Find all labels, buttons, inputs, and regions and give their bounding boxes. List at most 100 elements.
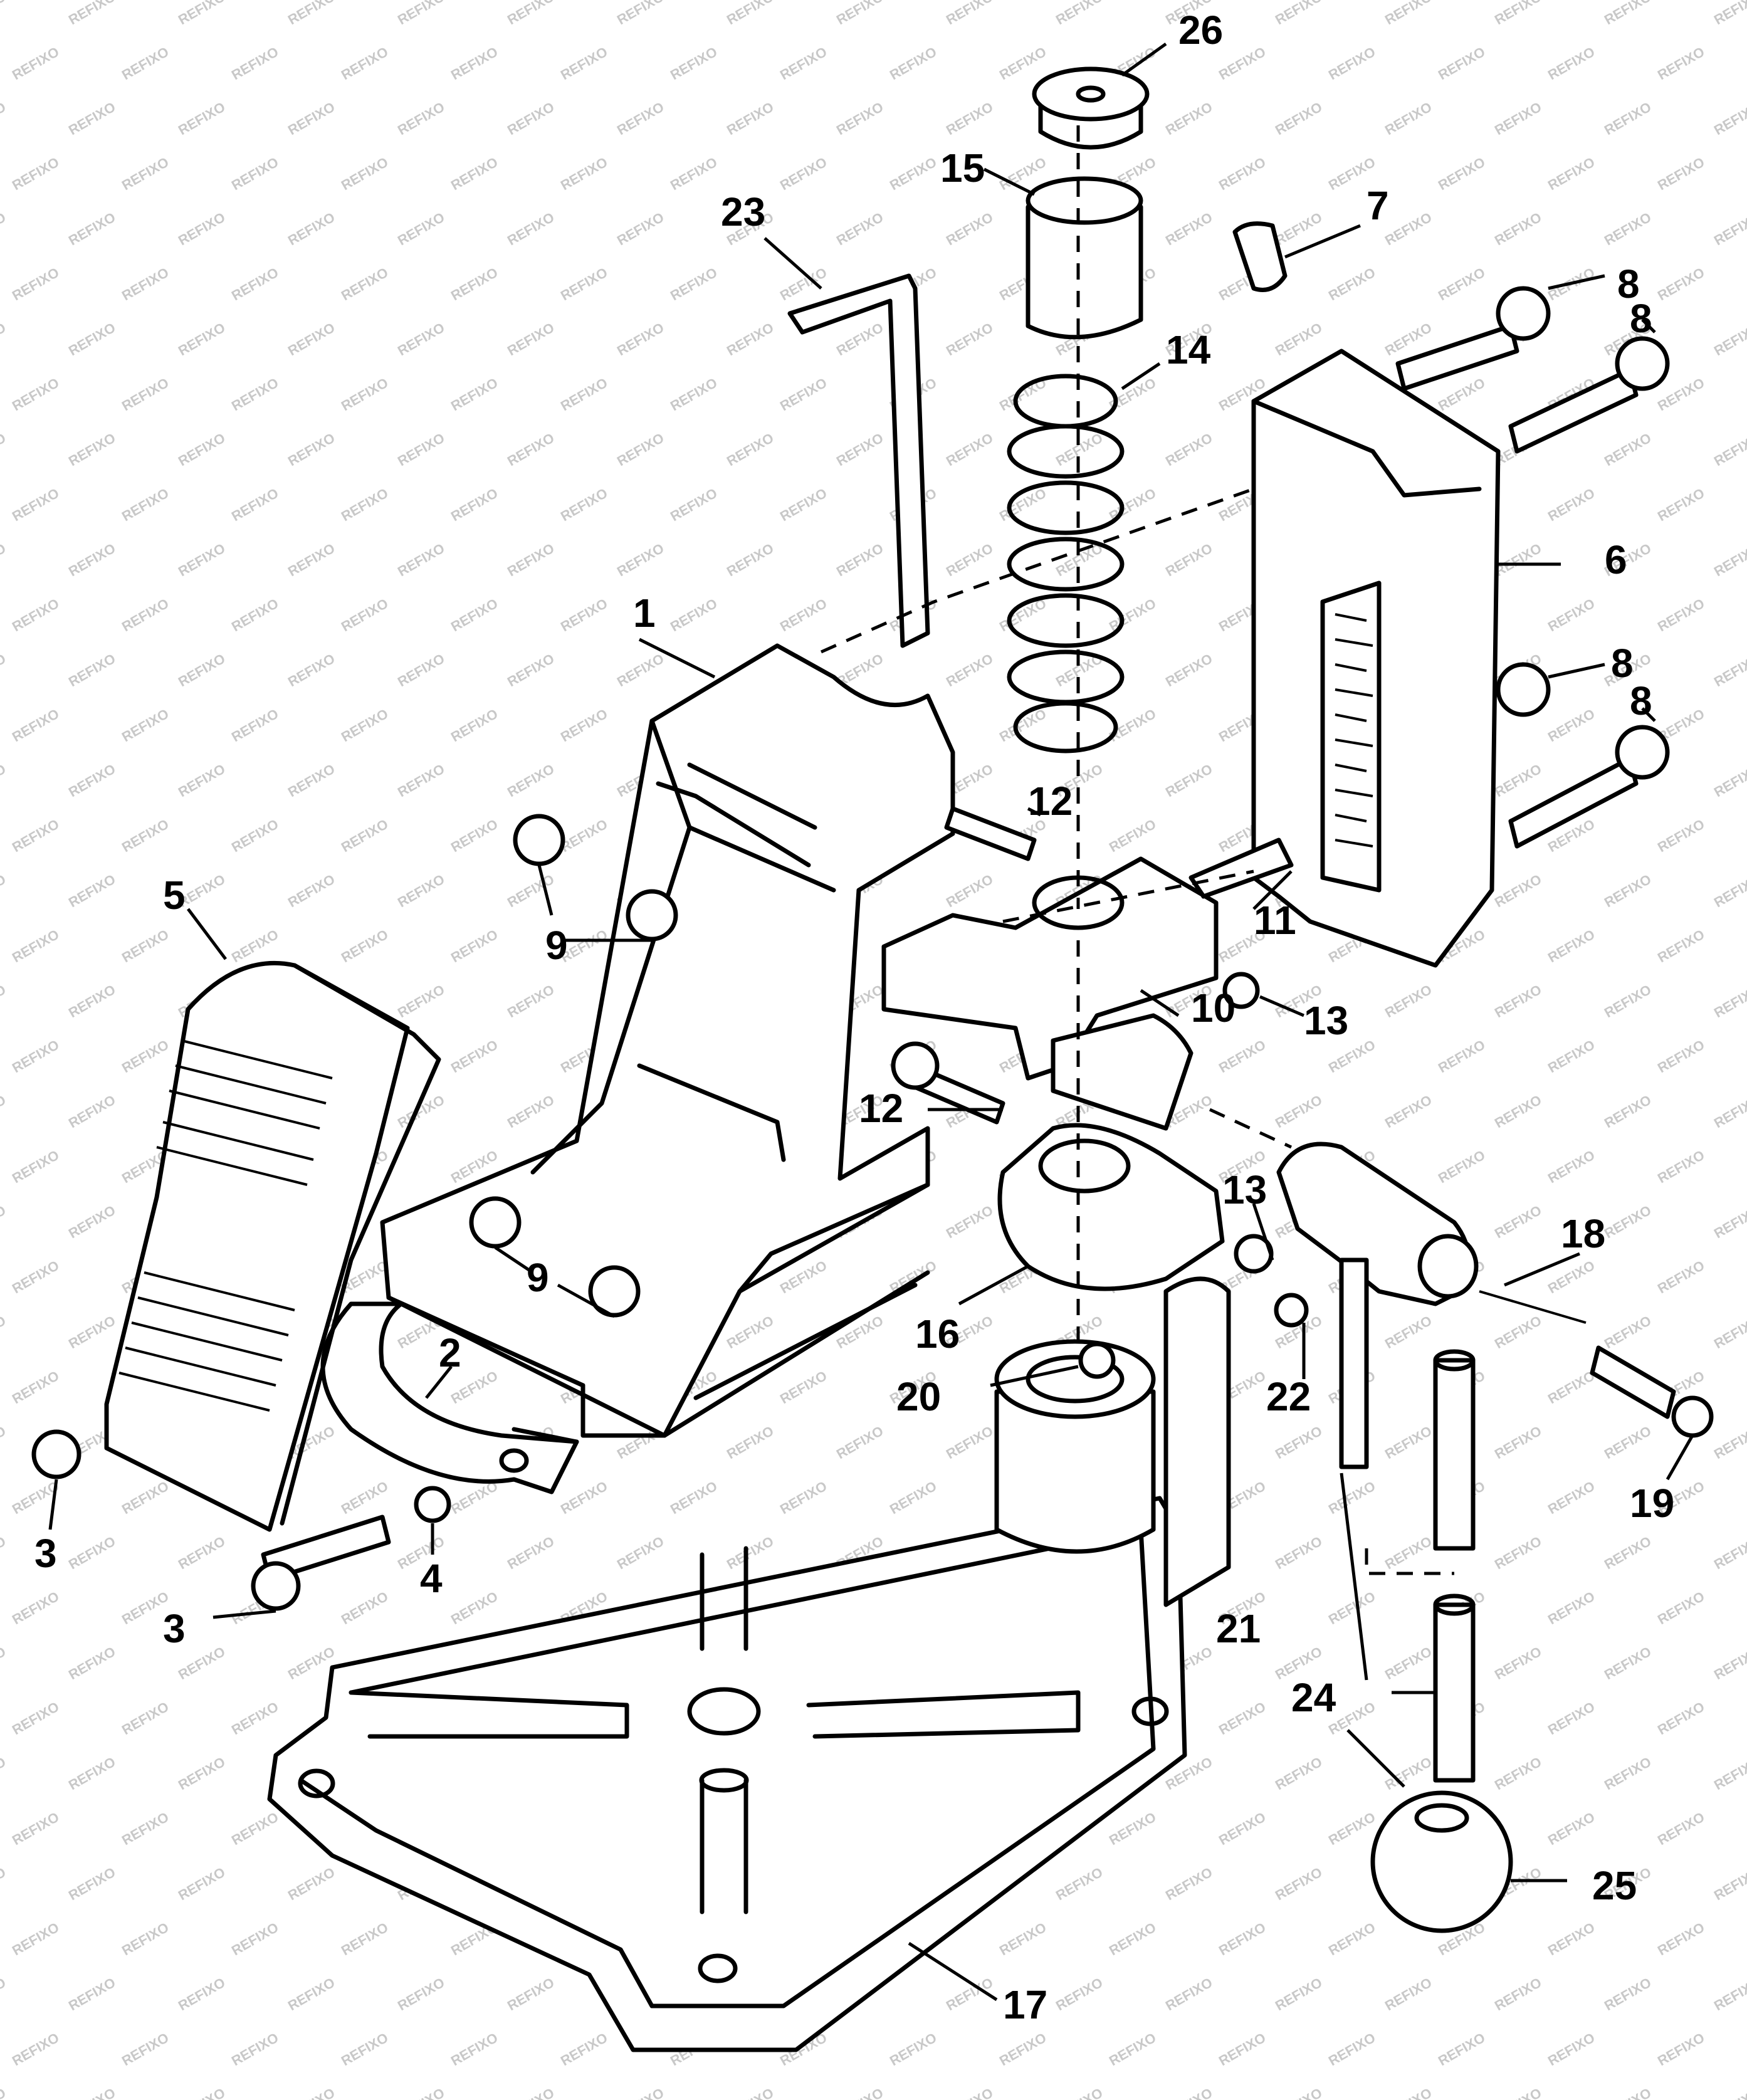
watermark-text: REFIXO <box>0 430 8 470</box>
watermark-text: REFIXO <box>1602 871 1654 911</box>
watermark-text: REFIXO <box>1435 44 1487 83</box>
watermark-text: REFIXO <box>0 540 8 580</box>
watermark-text: REFIXO <box>1216 2030 1268 2069</box>
watermark-text: REFIXO <box>505 982 557 1021</box>
watermark-text: REFIXO <box>119 816 171 856</box>
callout-1: 1 <box>633 591 656 636</box>
watermark-text: REFIXO <box>0 0 8 28</box>
callout-7: 7 <box>1367 183 1389 228</box>
callout-8c: 8 <box>1611 641 1634 686</box>
watermark-text: REFIXO <box>338 265 391 304</box>
callout-8b: 8 <box>1630 296 1652 341</box>
watermark-text: REFIXO <box>1163 1864 1215 1904</box>
watermark-text: REFIXO <box>66 982 118 1021</box>
watermark-text: REFIXO <box>1053 1864 1105 1904</box>
watermark-text: REFIXO <box>1711 1092 1747 1131</box>
column-boss <box>994 1276 1231 1607</box>
watermark-text: REFIXO <box>724 430 776 470</box>
watermark-text: REFIXO <box>0 871 8 911</box>
watermark-text: REFIXO <box>119 265 171 304</box>
callout-12-lower: 12 <box>859 1086 903 1131</box>
watermark-text: REFIXO <box>395 2085 447 2100</box>
watermark-text: REFIXO <box>943 99 995 139</box>
watermark-text: REFIXO <box>0 1092 8 1131</box>
watermark-text: REFIXO <box>505 2085 557 2100</box>
callout-13-lower: 13 <box>1222 1167 1267 1212</box>
watermark-text: REFIXO <box>777 596 829 635</box>
watermark-text: REFIXO <box>614 320 666 359</box>
watermark-text: REFIXO <box>1655 816 1707 856</box>
watermark-text: REFIXO <box>1216 1699 1268 1738</box>
watermark-text: REFIXO <box>505 1975 557 2014</box>
callout-24: 24 <box>1291 1675 1336 1720</box>
watermark-text: REFIXO <box>1655 596 1707 635</box>
watermark-text: REFIXO <box>285 871 337 911</box>
watermark-text: REFIXO <box>943 1202 995 1242</box>
watermark-text: REFIXO <box>1382 1975 1434 2014</box>
watermark-text: REFIXO <box>176 1975 228 2014</box>
watermark-text: REFIXO <box>9 375 61 414</box>
watermark-text: REFIXO <box>1602 2085 1654 2100</box>
watermark-text: REFIXO <box>9 816 61 856</box>
watermark-text: REFIXO <box>229 44 281 83</box>
watermark-text: REFIXO <box>66 1644 118 1683</box>
watermark-text: REFIXO <box>9 1257 61 1297</box>
watermark-text: REFIXO <box>1163 430 1215 470</box>
watermark-text: REFIXO <box>395 320 447 359</box>
watermark-text: REFIXO <box>997 1919 1049 1959</box>
watermark-text: REFIXO <box>395 651 447 690</box>
scale-housing <box>1251 349 1561 968</box>
watermark-text: REFIXO <box>119 706 171 745</box>
watermark-text: REFIXO <box>9 1919 61 1959</box>
watermark-text: REFIXO <box>1711 1644 1747 1683</box>
watermark-text: REFIXO <box>1216 44 1268 83</box>
watermark-text: REFIXO <box>1272 1092 1325 1131</box>
watermark-text: REFIXO <box>9 485 61 525</box>
watermark-text: REFIXO <box>1711 1864 1747 1904</box>
watermark-text: REFIXO <box>448 44 500 83</box>
callout-9-lower: 9 <box>527 1255 549 1300</box>
watermark-text: REFIXO <box>887 1478 939 1518</box>
watermark-text: REFIXO <box>1545 927 1597 966</box>
watermark-text: REFIXO <box>1272 320 1325 359</box>
clip <box>1232 221 1361 292</box>
watermark-text: REFIXO <box>1163 651 1215 690</box>
watermark-text: REFIXO <box>1492 1202 1544 1242</box>
watermark-text: REFIXO <box>1711 761 1747 801</box>
watermark-text: REFIXO <box>1216 1809 1268 1849</box>
assembly-centerlines <box>820 125 1454 1575</box>
watermark-text: REFIXO <box>119 1699 171 1738</box>
watermark-text: REFIXO <box>834 0 886 28</box>
watermark-text: REFIXO <box>0 1313 8 1352</box>
watermark-text: REFIXO <box>1655 1919 1707 1959</box>
watermark-text: REFIXO <box>176 2085 228 2100</box>
watermark-text: REFIXO <box>614 2085 666 2100</box>
watermark-text: REFIXO <box>1655 927 1707 966</box>
watermark-text: REFIXO <box>176 430 228 470</box>
watermark-text: REFIXO <box>1711 209 1747 249</box>
watermark-text: REFIXO <box>724 2085 776 2100</box>
watermark-text: REFIXO <box>1711 1202 1747 1242</box>
knob <box>1370 1790 1567 1933</box>
watermark-text: REFIXO <box>66 1202 118 1242</box>
watermark-text: REFIXO <box>1053 0 1105 28</box>
watermark-text: REFIXO <box>1382 1092 1434 1131</box>
watermark-text: REFIXO <box>943 540 995 580</box>
watermark-text: REFIXO <box>1163 99 1215 139</box>
watermark-text: REFIXO <box>1382 1313 1434 1352</box>
watermark-text: REFIXO <box>285 320 337 359</box>
watermark-text: REFIXO <box>176 1754 228 1793</box>
watermark-text: REFIXO <box>9 1588 61 1628</box>
watermark-text: REFIXO <box>176 540 228 580</box>
watermark-text: REFIXO <box>119 154 171 194</box>
watermark-text: REFIXO <box>1272 0 1325 28</box>
callout-11: 11 <box>1254 898 1296 943</box>
watermark-text: REFIXO <box>777 154 829 194</box>
watermark-text: REFIXO <box>1106 2030 1158 2069</box>
watermark-text: REFIXO <box>1492 1644 1544 1683</box>
watermark-text: REFIXO <box>1602 99 1654 139</box>
watermark-text: REFIXO <box>338 44 391 83</box>
watermark-text: REFIXO <box>1382 1644 1434 1683</box>
watermark-text: REFIXO <box>338 596 391 635</box>
watermark-text: REFIXO <box>505 0 557 28</box>
